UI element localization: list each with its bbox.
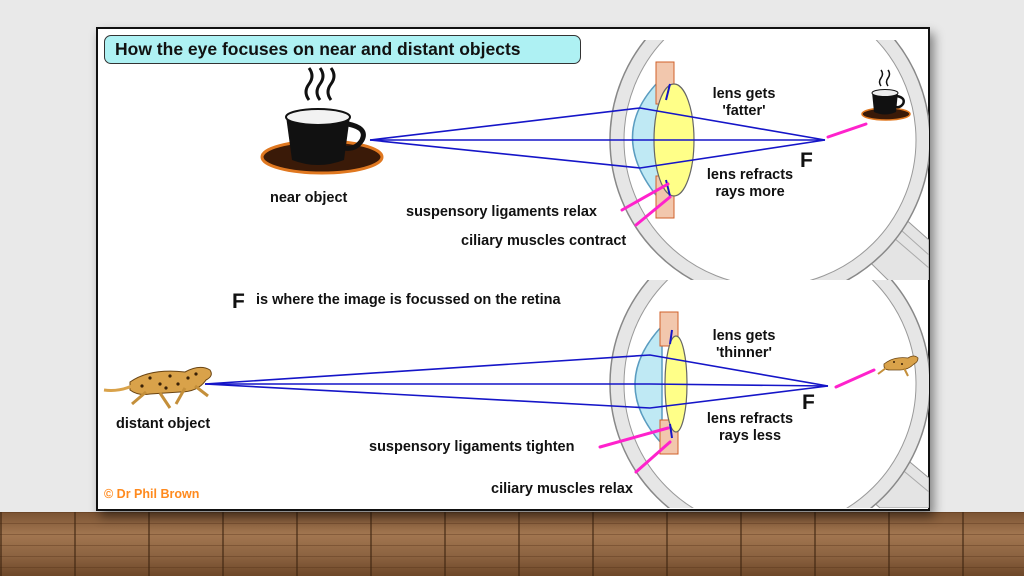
focus-note-letter: F — [232, 290, 245, 313]
pointer-lines — [598, 122, 876, 474]
near-focus-point-label: F — [800, 149, 813, 172]
coffee-cup-image-icon — [861, 69, 911, 121]
near-eye — [609, 40, 929, 280]
focus-note-text: is where the image is focussed on the re… — [256, 292, 561, 308]
near-object-label: near object — [270, 190, 348, 206]
distant-ligaments-label: suspensory ligaments tighten — [369, 439, 575, 455]
distant-light-rays — [204, 354, 829, 409]
cheetah-icon — [103, 366, 212, 409]
distant-muscles-label: ciliary muscles relax — [491, 481, 633, 497]
near-muscles-label: ciliary muscles contract — [461, 233, 627, 249]
distant-focus-point-label: F — [802, 391, 815, 414]
cheetah-image-icon — [877, 355, 919, 377]
near-light-rays — [369, 107, 826, 169]
distant-object-label: distant object — [116, 416, 211, 432]
coffee-cup-icon — [260, 67, 384, 175]
wooden-floor — [0, 512, 1024, 576]
credit-text: © Dr Phil Brown — [104, 487, 200, 501]
near-ligaments-label: suspensory ligaments relax — [406, 204, 597, 220]
distant-lens-gets-label: lens gets'thinner' — [712, 328, 776, 361]
diagram-title: How the eye focuses on near and distant … — [104, 35, 581, 64]
near-lens-gets-label: lens gets'fatter' — [712, 86, 776, 119]
